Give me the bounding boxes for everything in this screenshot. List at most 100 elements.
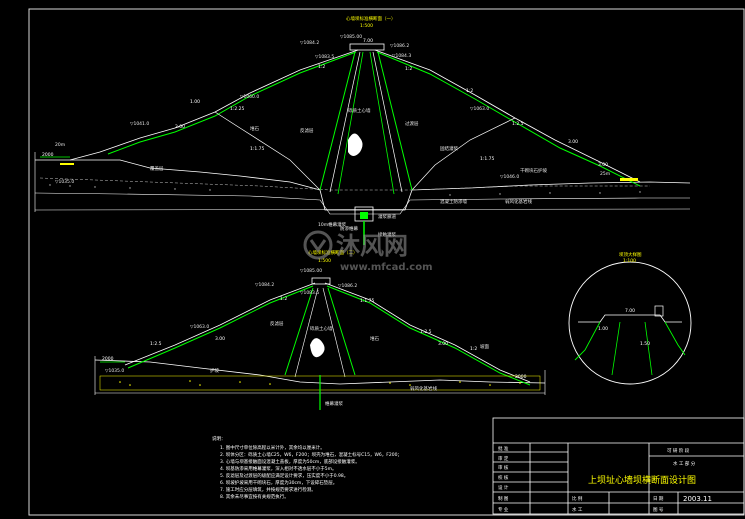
s1-title: 心墙坝标准横断面（一） xyxy=(346,15,396,22)
detail-scale: 1:100 xyxy=(623,258,636,264)
s1-berm-r1: 3.00 xyxy=(568,139,578,145)
s1-label-cutoff: 防渗帷幕 xyxy=(340,225,358,232)
s2-core-right-inner xyxy=(322,287,346,378)
title-block-frame xyxy=(492,417,745,515)
s1-slope-l2: 1:2.25 xyxy=(230,106,245,112)
s1-left-marker xyxy=(60,163,74,165)
detail-dim1: 7.00 xyxy=(625,308,635,314)
s2-left-riprap xyxy=(127,285,314,369)
watermark-logo-mark xyxy=(309,239,327,253)
s1-mark-b1: 1.00 xyxy=(190,99,200,105)
note-line-8: 8. 其余未尽事宜按有关规范执行。 xyxy=(220,493,289,500)
s2-dim-left: 2000 xyxy=(102,356,114,362)
s1-crest-width: 7.00 xyxy=(363,38,373,44)
s1-crest-left-elev: ▽1084.2 xyxy=(300,40,319,46)
s1-right-toe-elev: ▽1046.0 xyxy=(500,174,519,180)
s1-core-right-mid xyxy=(369,51,395,195)
title-block-text: 批 准 审 定 审 核 校 核 设 计 制 图 专 业 可 研 阶 段 水 工 … xyxy=(498,445,712,513)
s1-label-gallery: 灌浆廊道 xyxy=(378,213,396,220)
s2-scale: 1:500 xyxy=(318,258,331,264)
s2-left-berm-elev: ▽1063.0 xyxy=(190,324,209,330)
s1-left-riprap xyxy=(107,51,357,155)
s2-right-riprap xyxy=(326,285,531,386)
tb-date-label: 日 期 xyxy=(653,496,664,502)
watermark-logo xyxy=(303,230,333,260)
s2-hatch-dots xyxy=(119,380,521,386)
s1-label-bedrock: 弱风化基岩线 xyxy=(505,198,532,205)
s1-dim-left: 2000 xyxy=(42,152,54,158)
s1-mark-b2: 2.00 xyxy=(175,124,185,130)
note-line-3: 3. 心墙与坝基接触面设混凝土盖板，厚度为50cm，底部设接触灌浆。 xyxy=(220,458,360,465)
s1-foundation-line xyxy=(34,192,690,215)
s2-right-outer-slope xyxy=(324,282,531,383)
tb-check: 校 核 xyxy=(498,474,509,481)
s1-right-marker xyxy=(620,178,638,181)
s2-crest-left-elev: ▽1084.2 xyxy=(255,282,274,288)
tb-review: 审 定 xyxy=(498,455,509,462)
s1-dim-20m: 20m xyxy=(55,142,65,148)
s1-dim-25m: 25m xyxy=(600,171,610,177)
note-line-2: 2. 坝体分区：砾质土心墙C25，W6，F200；坝壳为堆石，混凝土标号C15，… xyxy=(220,451,402,458)
s1-core-top-elev: ▽1083.5 xyxy=(315,54,334,60)
tb-part: 水 工 部 分 xyxy=(673,460,696,467)
s1-core-left-mid xyxy=(337,51,364,195)
s1-core-right-inner xyxy=(372,51,403,193)
tb-prof: 水 工 xyxy=(572,506,583,513)
s2-core-left xyxy=(284,287,314,376)
note-line-6: 6. 坝坡护坡采用干砌块石，厚度为30cm，下设碎石垫层。 xyxy=(220,479,337,486)
watermark: 沐风网 www.mfcad.com xyxy=(303,230,433,273)
detail-title: 坝顶大样图 xyxy=(619,251,642,258)
note-line-4: 4. 坝基防渗采用帷幕灌浆，深入相对不透水层不小于5m。 xyxy=(220,465,336,472)
s2-label-riprap: 护坡 xyxy=(210,367,219,374)
detail-left-slope xyxy=(574,321,601,361)
watermark-brand: 沐风网 xyxy=(336,232,408,260)
s1-label-riprap: 干砌块石护坡 xyxy=(520,167,547,174)
s1-left-outer-slope xyxy=(69,49,359,161)
s2-slope-r3: 1:2 xyxy=(470,346,477,352)
s1-note-joint: 接触灌浆 xyxy=(378,231,396,238)
s1-slope-r3: 1:1.75 xyxy=(480,156,495,162)
s2-label-grout: 帷幕灌浆 xyxy=(325,400,343,407)
s1-slope-l1: 1:2 xyxy=(318,64,325,70)
s2-top-right-elev: ▽1086.2 xyxy=(338,283,357,289)
s1-label-rockfill: 堆石 xyxy=(250,125,259,132)
s2-crest xyxy=(311,277,331,285)
tb-prof-label: 专 业 xyxy=(498,506,509,513)
s2-label-filter: 反滤层 xyxy=(270,320,284,327)
s2-label-rockfill: 堆石 xyxy=(370,335,379,342)
tb-no-label: 图 号 xyxy=(653,507,664,513)
s1-wave-wall-elev: ▽1086.2 xyxy=(390,43,409,49)
s1-core-blob xyxy=(348,133,363,156)
s1-base-elev: ▽1035.0 xyxy=(55,179,74,185)
s1-right-inner-line xyxy=(411,117,516,191)
crest-detail: 坝顶大样图 1:100 7.00 1.00 1.50 xyxy=(568,251,692,385)
section-1: 心墙坝标准横断面（一） 1:500 7.00 ▽1085.00 ▽1086.2 … xyxy=(34,15,691,245)
s1-left-inner-line xyxy=(214,111,321,191)
detail-dim3: 1.50 xyxy=(640,341,650,347)
watermark-url: www.mfcad.com xyxy=(340,262,433,273)
s1-label-grout: 固结灌浆 xyxy=(440,145,458,152)
s2-berm-l: 3.00 xyxy=(215,336,225,342)
detail-crest-line xyxy=(578,314,682,323)
tb-scale-label: 比 例 xyxy=(572,495,583,502)
s1-core-right-outer xyxy=(377,51,413,191)
s1-label-filter: 反滤层 xyxy=(300,127,314,134)
notes-heading: 说明： xyxy=(212,435,226,442)
s2-slope-l2: 1:2.5 xyxy=(150,341,162,347)
tb-approve: 批 准 xyxy=(498,445,509,452)
s1-cutoff-elev: 10m帷幕灌浆 xyxy=(318,221,347,228)
s1-label-concrete: 混凝土防渗墙 xyxy=(440,198,467,205)
s2-left-outer-slope xyxy=(124,282,316,366)
title-block xyxy=(492,417,745,515)
s1-slope-l3: 1:1.75 xyxy=(250,146,265,152)
s1-slope-r1: 1:2 xyxy=(405,66,412,72)
s1-label-transition: 过渡层 xyxy=(405,120,419,127)
s2-label-slope: 坡面 xyxy=(480,343,489,350)
s1-berm-l1: 1:2 xyxy=(466,88,473,94)
s2-core-blob xyxy=(310,338,325,358)
s1-label-cover: 覆盖层 xyxy=(150,165,164,172)
detail-dim2: 1.00 xyxy=(598,326,608,332)
note-line-7: 7. 施工时应分层填筑，并按规范要求进行检测。 xyxy=(220,486,316,493)
detail-right-slope xyxy=(664,321,686,356)
